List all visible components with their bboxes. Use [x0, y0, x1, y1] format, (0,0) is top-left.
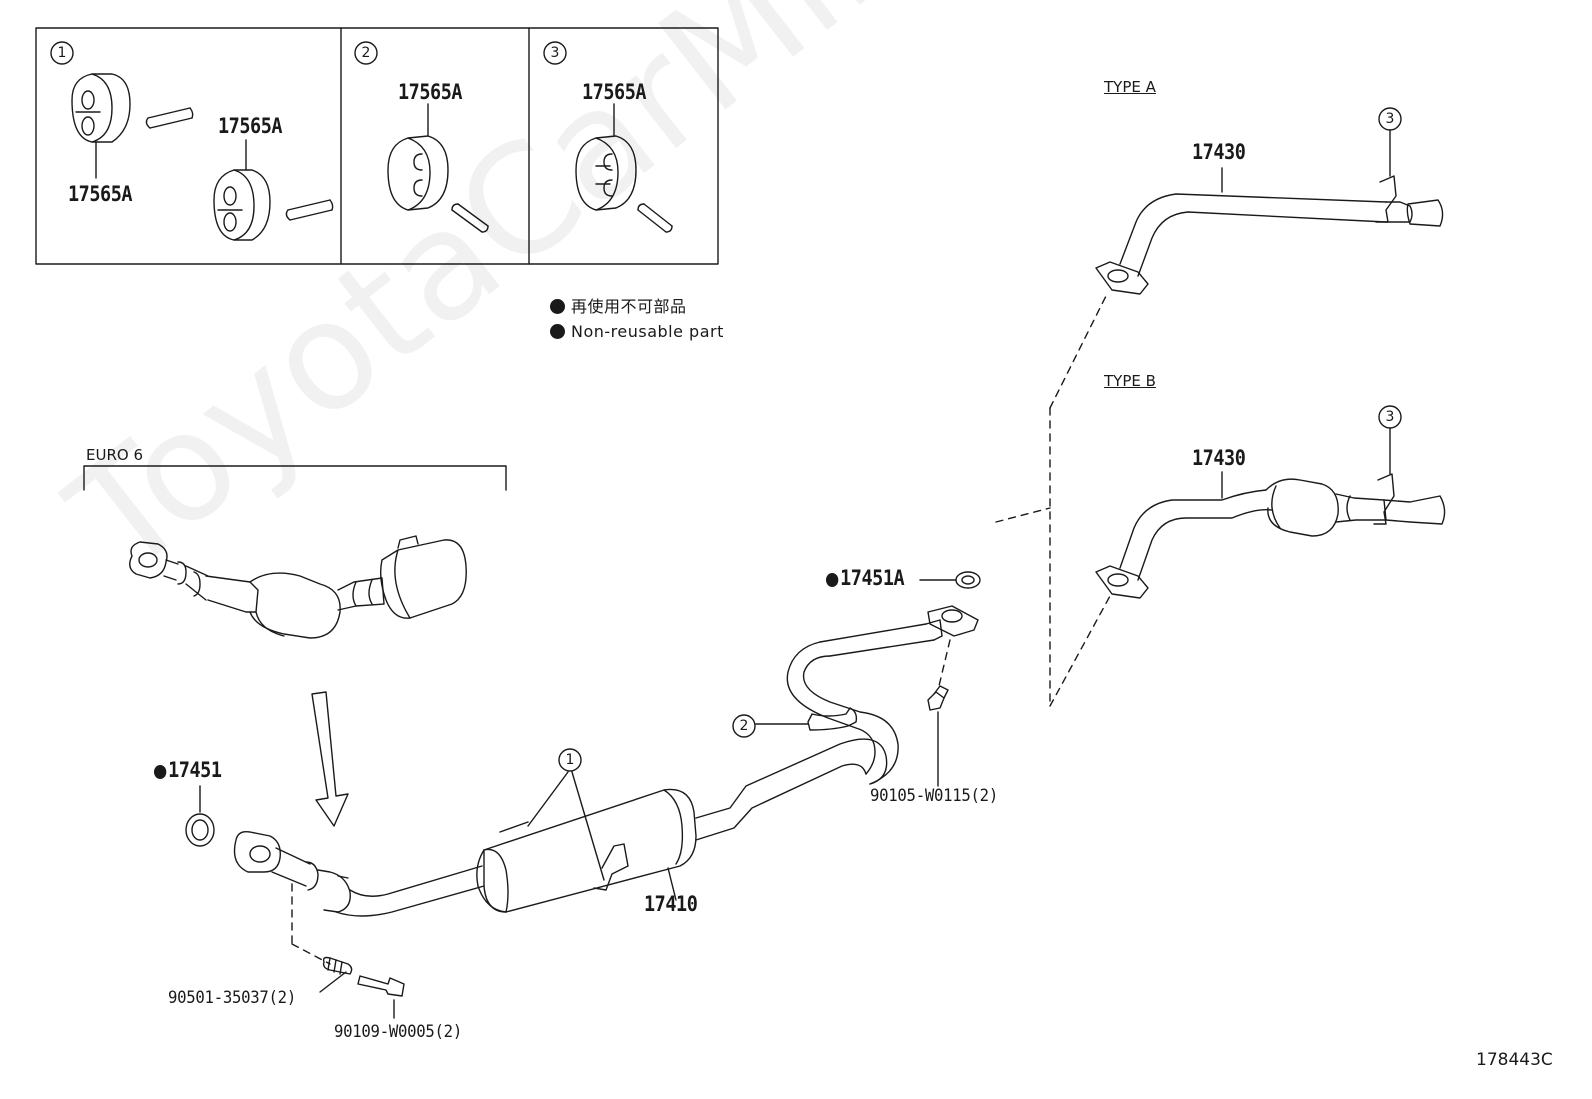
hanger-icon [71, 73, 194, 179]
part-17451A: 17451A [826, 568, 905, 589]
inset-1-label-lower: 17565A [68, 182, 133, 206]
inset-2-label: 17565A [398, 80, 463, 104]
non-reusable-dot-icon [826, 573, 839, 587]
inset-1-number: 1 [57, 45, 67, 61]
diagram-code: 178443C [1476, 1050, 1553, 1070]
tailpipe-type-a [1095, 107, 1444, 295]
part-17430-type-b: 17430 [1192, 446, 1246, 470]
legend-en: Non-reusable part [550, 324, 724, 340]
part-17430-type-a: 17430 [1192, 140, 1246, 164]
part-90109-W0005: 90109-W0005(2) [334, 1022, 462, 1042]
euro6-pipe-assembly [129, 535, 467, 639]
hanger-icon [575, 103, 673, 233]
callout-2-circle [732, 714, 756, 738]
header-type-a: TYPE A [1104, 78, 1156, 96]
front-pipe-17410 [185, 571, 981, 917]
part-90501-35037: 90501-35037(2) [168, 988, 296, 1008]
inset-3-label: 17565A [582, 80, 647, 104]
non-reusable-dot-icon [550, 324, 565, 339]
inset-frames [35, 27, 719, 265]
hanger-icon [213, 139, 334, 241]
inset-2-circle [354, 41, 378, 65]
direction-arrow-icon [311, 691, 349, 827]
header-type-b: TYPE B [1104, 372, 1156, 390]
callout-1-number: 1 [565, 752, 575, 768]
hanger-icon [387, 103, 489, 233]
non-reusable-dot-icon [154, 765, 167, 779]
leader-lines [319, 723, 809, 1019]
inset-3-number: 3 [550, 45, 560, 61]
header-euro6: EURO 6 [86, 446, 143, 464]
part-17410: 17410 [644, 892, 698, 916]
non-reusable-dot-icon [550, 299, 565, 314]
callout-3-number-type-a: 3 [1385, 111, 1395, 127]
callout-2-number: 2 [739, 718, 749, 734]
callout-1-circle [558, 748, 582, 772]
euro6-bracket [83, 465, 507, 491]
inset-1-circle [50, 41, 74, 65]
legend-jp: 再使用不可部品 [550, 299, 687, 315]
inset-2-number: 2 [361, 45, 371, 61]
dashed-guides [291, 291, 1111, 965]
part-90105-W0115: 90105-W0115(2) [870, 786, 998, 806]
part-17451: 17451 [154, 760, 222, 781]
callout-3-number-type-b: 3 [1385, 409, 1395, 425]
tailpipe-type-b [1095, 405, 1446, 599]
inset-1-label-upper: 17565A [218, 114, 283, 138]
spring-bolt [322, 956, 405, 997]
inset-3-circle [543, 41, 567, 65]
